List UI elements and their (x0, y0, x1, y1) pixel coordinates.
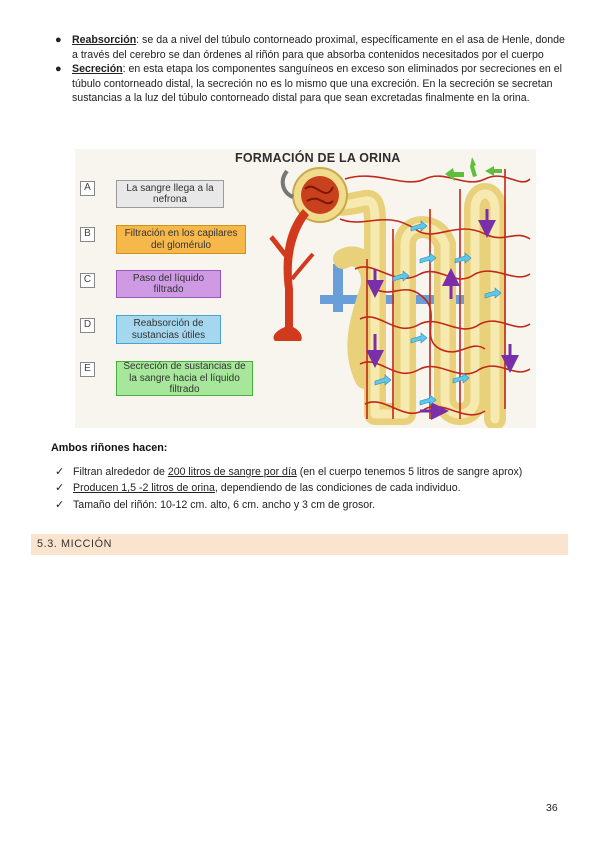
check-text-pre: Tamaño del riñón: 10-12 cm. alto, 6 cm. … (73, 498, 376, 511)
checkmark-icon: ✓ (55, 482, 65, 495)
bullet-text: : se da a nivel del túbulo contorneado p… (72, 34, 565, 61)
check-item: ✓ Producen 1,5 -2 litros de orina, depen… (55, 481, 575, 496)
step-box-a: La sangre llega a la nefrona (116, 180, 224, 208)
step-letter-c: C (80, 273, 95, 288)
checkmark-icon: ✓ (55, 498, 65, 511)
check-text-post: (en el cuerpo tenemos 5 litros de sangre… (296, 466, 523, 478)
check-item: ✓ Tamaño del riñón: 10-12 cm. alto, 6 cm… (55, 498, 575, 513)
check-text-pre: Filtran alrededor de (73, 466, 168, 478)
check-text-underlined: Producen 1,5 -2 litros de orina (73, 482, 215, 495)
step-box-d: Reabsorción de sustancias útiles (116, 315, 221, 344)
check-text-post: , dependiendo de las condiciones de cada… (214, 482, 461, 495)
nephron-illustration (269, 157, 531, 428)
checkmark-icon: ✓ (55, 466, 65, 478)
bullet-dot-icon: ● (55, 63, 62, 76)
step-letter-e: E (80, 362, 95, 377)
kidneys-checklist: ✓ Filtran alrededor de 200 litros de san… (55, 465, 575, 514)
bullet-secrecion: ● Secreción: en esta etapa los component… (52, 62, 566, 106)
bullet-reabsorcion: ● Reabsorción: se da a nivel del túbulo … (52, 33, 566, 62)
step-letter-b: B (80, 227, 95, 242)
tubule-highlight (326, 189, 500, 424)
bullet-list: ● Reabsorción: se da a nivel del túbulo … (52, 33, 566, 106)
step-box-b: Filtración en los capilares del glomérul… (116, 225, 246, 254)
step-box-c: Paso del líquido filtrado (116, 270, 221, 298)
green-arrows (445, 157, 502, 181)
step-letter-a: A (80, 181, 95, 196)
step-letter-d: D (80, 318, 95, 333)
capillary-network (339, 169, 531, 419)
purple-arrows (366, 209, 519, 420)
kidneys-heading: Ambos riñones hacen: (51, 442, 168, 454)
artery (269, 209, 315, 341)
page-number: 36 (546, 802, 558, 814)
gray-arrow (280, 169, 294, 199)
check-item: ✓ Filtran alrededor de 200 litros de san… (55, 465, 575, 480)
figure-title: FORMACIÓN DE LA ORINA (235, 151, 401, 165)
bullet-dot-icon: ● (55, 34, 62, 46)
urine-formation-figure: FORMACIÓN DE LA ORINA A La sangre llega … (75, 149, 536, 428)
cyan-arrows (374, 220, 502, 406)
bullet-text: : en esta etapa los componentes sanguíne… (72, 63, 562, 105)
check-text-underlined: 200 litros de sangre por día (167, 466, 297, 478)
bullet-term: Reabsorción (72, 34, 137, 46)
bullet-term: Secreción (72, 63, 123, 76)
section-heading-miccion: 5.3. MICCIÓN (31, 534, 568, 555)
step-box-e: Secreción de sustancias de la sangre hac… (116, 361, 253, 396)
